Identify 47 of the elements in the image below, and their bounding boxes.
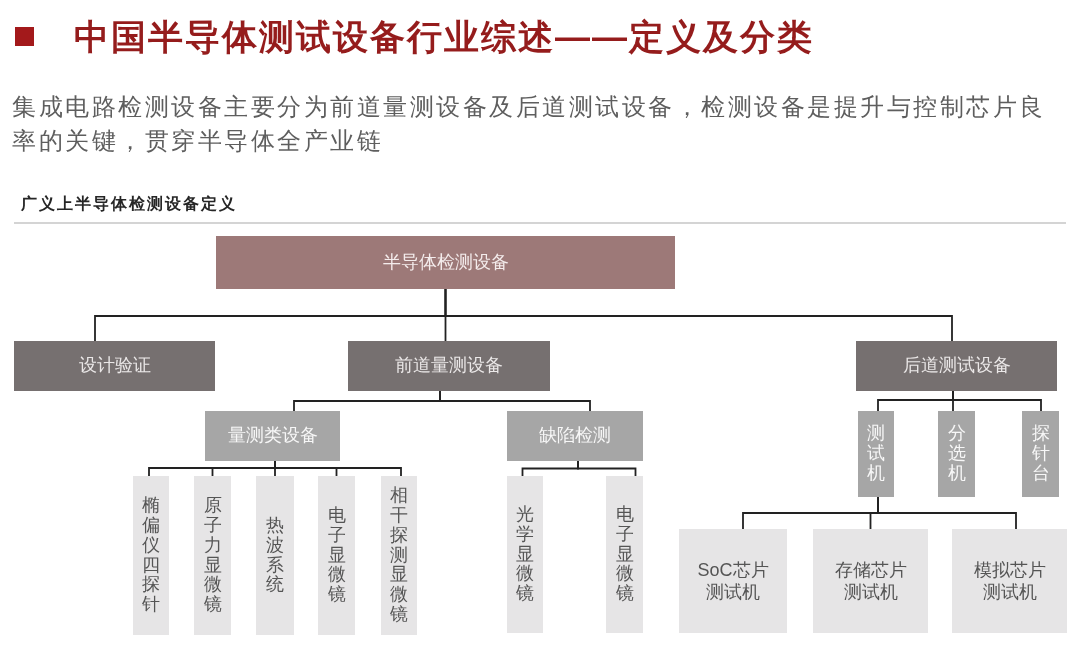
equipment-box [256, 476, 294, 635]
connector-line [577, 460, 637, 477]
equipment-label: 存储芯片测试机 [833, 558, 908, 604]
section-heading: 广义上半导体检测设备定义 [21, 194, 237, 214]
connector-line [952, 390, 1042, 412]
equipment-label: 电子显微镜 [615, 505, 634, 604]
equipment-box [507, 476, 543, 633]
equipment-box [381, 476, 417, 635]
equipment-box [318, 476, 355, 635]
equipment-label: 相干探测显微镜 [390, 486, 408, 625]
subcategory-box [938, 411, 975, 497]
category-label: 设计验证 [78, 355, 151, 377]
page-title: 中国半导体测试设备行业综述——定义及分类 [74, 16, 814, 58]
category-label: 前道量测设备 [395, 355, 503, 377]
root-category-box [216, 236, 675, 289]
equipment-label: 电子显微镜 [327, 506, 346, 605]
subcategory-label: 缺陷检测 [539, 425, 611, 447]
connector-line [439, 390, 591, 412]
equipment-label: 热波系统 [266, 515, 284, 596]
category-box [348, 341, 550, 391]
equipment-box [952, 529, 1067, 633]
equipment-label: 光学显微镜 [516, 505, 534, 604]
root-category-label: 半导体检测设备 [382, 251, 509, 274]
equipment-label: 椭偏仪四探针 [142, 496, 160, 615]
category-label: 后道测试设备 [902, 355, 1011, 377]
subcategory-box [205, 411, 340, 461]
subcategory-label: 量测类设备 [227, 425, 318, 447]
subcategory-label: 测试机 [867, 424, 885, 484]
subcategory-box [507, 411, 643, 461]
connector-line [444, 288, 953, 342]
summary-text: 集成电路检测设备主要分为前道量测设备及后道测试设备，检测设备是提升与控制芯片良率的关键，贯穿半导体全产业链 [12, 92, 1047, 156]
equipment-box [813, 529, 928, 633]
equipment-box [194, 476, 231, 635]
subcategory-label: 探针台 [1031, 424, 1050, 484]
equipment-label: SoC芯片测试机 [696, 558, 770, 604]
equipment-label: 原子力显微镜 [203, 496, 222, 615]
category-box [14, 341, 215, 391]
connector-line [274, 460, 402, 477]
equipment-label: 模拟芯片测试机 [972, 558, 1047, 604]
subcategory-label: 分选机 [947, 424, 966, 484]
equipment-box [606, 476, 643, 633]
subcategory-box [858, 411, 894, 497]
connector-line [877, 496, 1017, 530]
equipment-box [133, 476, 169, 635]
equipment-box [679, 529, 787, 633]
subcategory-box [1022, 411, 1059, 497]
category-box [856, 341, 1057, 391]
